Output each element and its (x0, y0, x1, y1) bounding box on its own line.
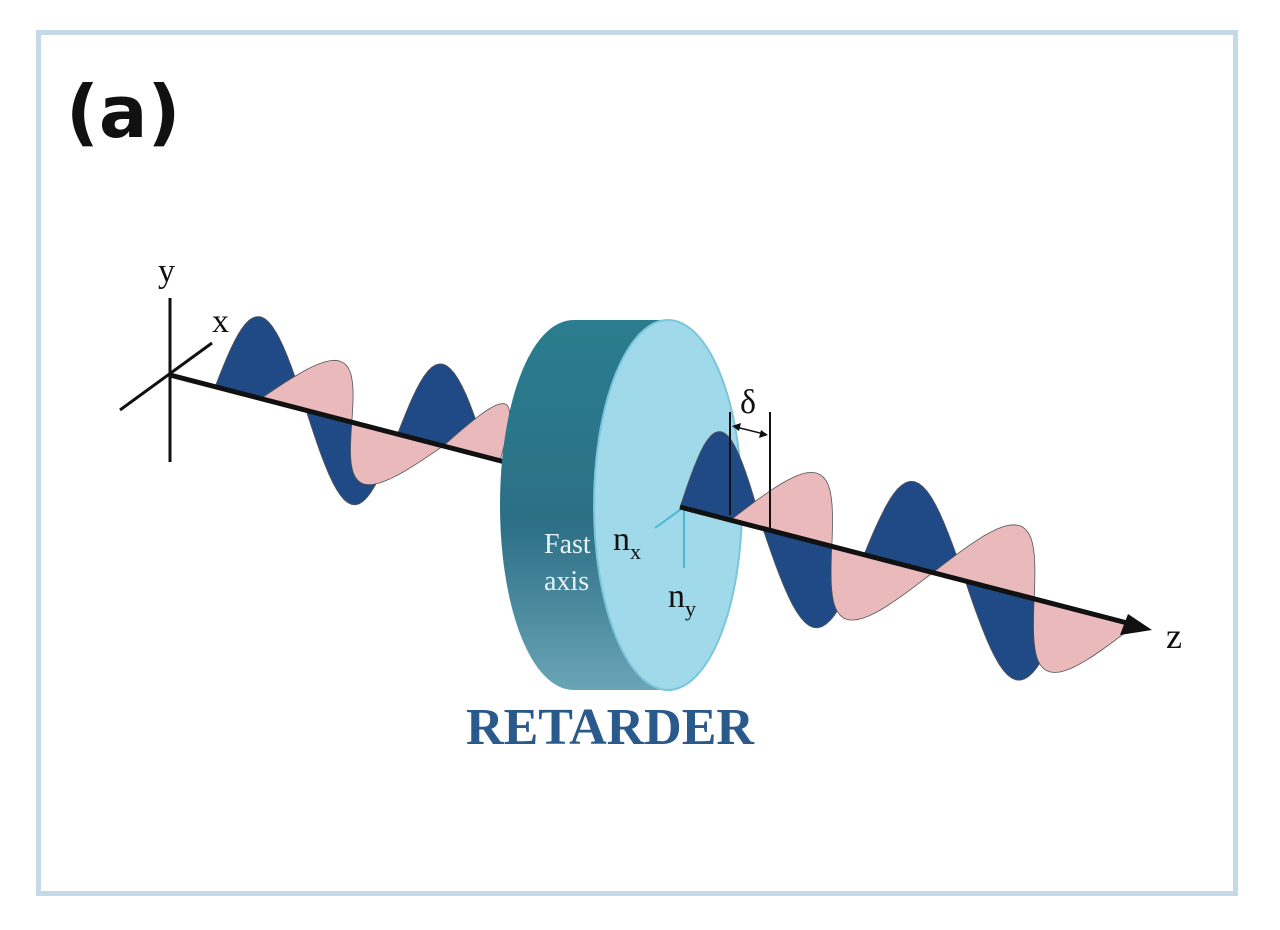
ny-label: ny (668, 578, 696, 621)
dark-wave-lobe (679, 431, 764, 529)
light-wave-lobe (350, 422, 444, 486)
retarder-cylinder: Fast axis nx ny (500, 319, 743, 691)
z-axis-label: z (1166, 616, 1182, 656)
light-wave-lobe (1033, 598, 1137, 673)
dark-wave-lobe (863, 480, 966, 582)
y-axis-label: y (158, 253, 175, 290)
retarder-title: RETARDER (466, 699, 755, 756)
x-axis-line (119, 341, 213, 412)
phase-difference-marker: δ (729, 384, 771, 530)
incoming-waves (214, 316, 510, 506)
fast-axis-label-line2: axis (544, 566, 589, 597)
outgoing-waves (679, 431, 1137, 681)
light-wave-lobe (932, 524, 1036, 600)
panel-label: (a) (66, 70, 181, 154)
delta-arrow (735, 426, 765, 435)
propagation-axis-left (169, 372, 506, 465)
x-axis-label: x (212, 303, 229, 340)
light-wave-lobe (830, 545, 934, 621)
fast-axis-label-line1: Fast (544, 529, 591, 560)
delta-label: δ (740, 384, 756, 421)
propagation-axis-right (679, 504, 1136, 628)
coordinate-axes: y x (119, 253, 229, 462)
delta-arrowhead-right (759, 430, 768, 438)
z-axis-arrowhead (1120, 614, 1152, 635)
nx-label: nx (613, 521, 641, 564)
nx-indicator (654, 506, 685, 529)
light-wave-lobe (730, 471, 833, 547)
light-wave-lobe (260, 359, 354, 424)
delta-arrowhead-left (732, 423, 741, 431)
